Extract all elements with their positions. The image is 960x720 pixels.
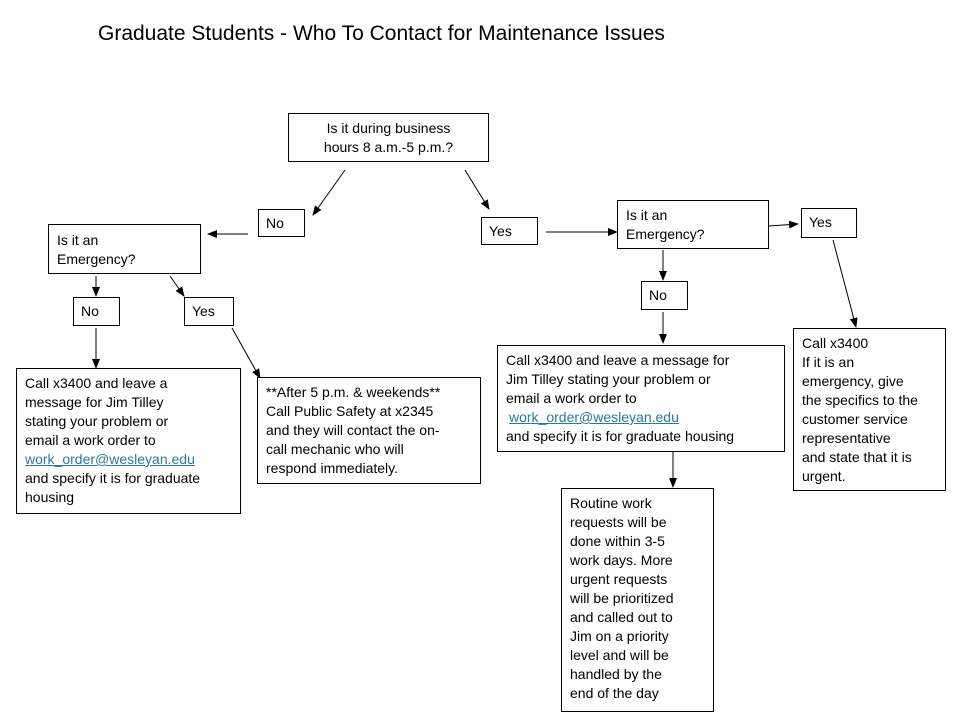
label-no-left: No (73, 297, 120, 326)
page-title: Graduate Students - Who To Contact for M… (98, 22, 665, 45)
arrow-yes-right-to-urgent (832, 239, 858, 328)
label-no-top: No (258, 209, 305, 237)
label-no-right: No (641, 281, 688, 310)
call-left-instructions: Call x3400 and leave a message for Jim T… (16, 368, 241, 514)
arrow-hours-to-yes (464, 169, 490, 210)
arrow-yes-left-to-safety (231, 327, 261, 379)
emergency-question-right: Is it an Emergency? (617, 200, 769, 249)
label-yes-left: Yes (184, 297, 234, 326)
arrow-emergency-to-yes-right (768, 220, 799, 229)
label-yes-right: Yes (801, 208, 857, 238)
arrow-emergency-left-to-yes (169, 275, 185, 297)
business-hours-question: Is it during business hours 8 a.m.-5 p.m… (288, 113, 489, 162)
arrow-hours-to-no (312, 169, 346, 216)
call-right-instructions: Call x3400 and leave a message for Jim T… (497, 345, 785, 452)
emergency-question-left: Is it an Emergency? (48, 224, 201, 274)
email-link-right[interactable]: work_order@wesleyan.edu (509, 409, 679, 425)
urgent-call-instructions: Call x3400 If it is an emergency, give t… (793, 328, 946, 491)
public-safety-instructions: **After 5 p.m. & weekends** Call Public … (257, 377, 481, 484)
routine-requests-info: Routine work requests will be done withi… (561, 488, 714, 712)
label-yes-top: Yes (481, 217, 538, 245)
email-link-left[interactable]: work_order@wesleyan.edu (25, 451, 195, 467)
